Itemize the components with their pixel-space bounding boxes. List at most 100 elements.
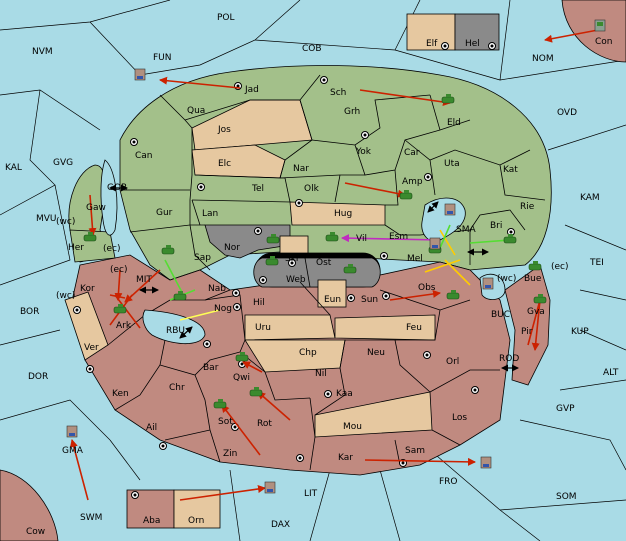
south-borders — [107, 281, 500, 471]
province-label: Obs — [418, 283, 436, 293]
province-label: Orl — [446, 357, 459, 367]
province-orn[interactable] — [173, 489, 221, 529]
fleet-icon[interactable] — [66, 425, 78, 438]
coast-label: (wc) — [497, 274, 516, 284]
province-label: Sun — [361, 295, 378, 305]
army-icon[interactable] — [325, 232, 339, 242]
province-her[interactable] — [69, 229, 116, 263]
province-label: Uru — [255, 323, 271, 333]
sea-labels: POL NVM FUN COB NOM OVD KAL GVG GOR KAM … — [5, 13, 619, 530]
fleet-icon[interactable] — [594, 19, 606, 32]
province-label: Hil — [253, 298, 265, 308]
fleet-icon[interactable] — [264, 481, 276, 494]
province-label: Esm — [389, 232, 408, 242]
province-label: Elc — [218, 159, 231, 169]
sea-label: MIT — [136, 275, 152, 285]
province-hel[interactable] — [454, 13, 500, 51]
sea-label: FRO — [439, 477, 458, 487]
supply-centres — [73, 42, 515, 499]
sea-label: NOM — [532, 54, 554, 64]
province-label: Los — [452, 413, 467, 423]
province-label: Sam — [405, 446, 425, 456]
army-icon[interactable] — [533, 294, 547, 304]
sea-label: BOR — [20, 307, 39, 317]
province-label: Orn — [188, 516, 204, 526]
province-label: Nil — [315, 369, 327, 379]
sea-label: OVD — [557, 108, 577, 118]
province-label: Ail — [146, 423, 157, 433]
province-label: Nog — [214, 304, 232, 314]
province-label: Hug — [334, 209, 352, 219]
province-eun[interactable] — [317, 279, 347, 308]
army-icon[interactable] — [446, 290, 460, 300]
sea-label: GVP — [556, 404, 575, 414]
army-icon[interactable] — [113, 304, 127, 314]
province-label: Can — [135, 151, 153, 161]
sea-label: KUP — [571, 327, 589, 337]
province-label: Rot — [257, 419, 272, 429]
province-label: Mou — [343, 422, 362, 432]
province-label: Hel — [465, 39, 480, 49]
sea-label: SOM — [556, 492, 577, 502]
link-arrows — [109, 184, 519, 372]
province-label: Vil — [356, 234, 367, 244]
province-label: Mel — [407, 254, 423, 264]
province-label: Pir — [521, 327, 533, 337]
province-label: Web — [286, 275, 306, 285]
army-icon[interactable] — [235, 352, 249, 362]
province-label: Ark — [116, 321, 132, 331]
province-label: Gva — [527, 307, 545, 317]
province-labels: Elf Hel Con Jad Sch Qua Grh Eld Jos Can … — [26, 37, 613, 537]
province-label: Yok — [355, 147, 372, 157]
province-label: Car — [404, 148, 420, 158]
army-icon[interactable] — [83, 232, 97, 242]
sea-label: ROD — [499, 354, 519, 364]
army-icon[interactable] — [249, 387, 263, 397]
fleet-icon[interactable] — [480, 456, 492, 469]
army-icon[interactable] — [399, 190, 413, 200]
sea-gor[interactable] — [100, 159, 118, 236]
province-label: Chp — [299, 348, 317, 358]
fleet-icon[interactable] — [134, 68, 146, 81]
fleet-icon[interactable] — [482, 277, 494, 290]
army-icon[interactable] — [173, 291, 187, 301]
sea-label: POL — [217, 13, 235, 23]
sea-label: BUC — [491, 310, 510, 320]
province-label: Sot — [218, 417, 233, 427]
army-icon[interactable] — [161, 245, 175, 255]
army-icon[interactable] — [213, 399, 227, 409]
coast-label: (ec) — [551, 262, 569, 272]
province-label: Lan — [202, 209, 218, 219]
province-nor[interactable] — [204, 224, 291, 259]
fleet-icon[interactable] — [429, 237, 441, 250]
province-label: Aba — [143, 516, 160, 526]
province-label: Tel — [251, 184, 264, 194]
fleet-icon[interactable] — [444, 203, 456, 216]
province-label: Ver — [84, 343, 99, 353]
order-arrows — [69, 29, 599, 501]
army-icon[interactable] — [528, 261, 542, 271]
province-label: Gaw — [86, 203, 106, 213]
province-label: Nar — [293, 164, 309, 174]
province-label: Neu — [367, 348, 385, 358]
province-label: Amp — [402, 177, 423, 187]
army-icon[interactable] — [266, 234, 280, 244]
sea-label: SWM — [80, 513, 102, 523]
sea-label: FUN — [153, 53, 172, 63]
coast-label: (ec) — [103, 244, 121, 254]
army-icon[interactable] — [441, 94, 455, 104]
units — [66, 19, 606, 494]
coast-notes: (wc) (ec) (ec) (wc) (wc) (ec) — [56, 217, 569, 301]
sea-label: LIT — [304, 489, 318, 499]
army-icon[interactable] — [503, 234, 517, 244]
province-label: Bar — [203, 363, 219, 373]
sea-label: KAL — [5, 163, 22, 173]
province-label: Olk — [304, 184, 320, 194]
province-label: Chr — [169, 383, 185, 393]
province-label: Gur — [156, 208, 173, 218]
province-label: GMA — [62, 446, 84, 456]
sea-label: SMA — [456, 225, 476, 235]
army-icon[interactable] — [265, 256, 279, 266]
army-icon[interactable] — [343, 264, 357, 274]
